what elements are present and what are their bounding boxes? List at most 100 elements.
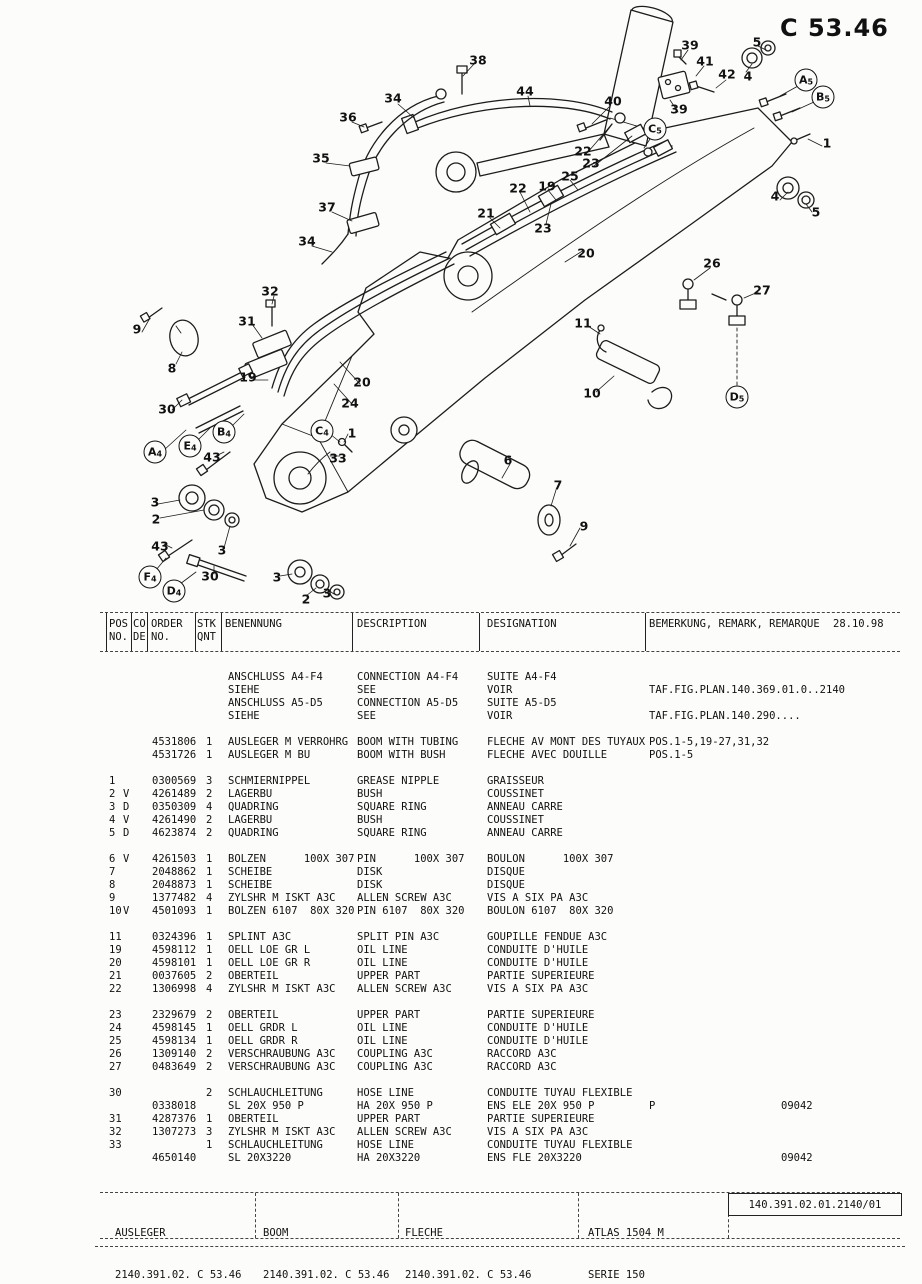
cell-pos: 5 [109,827,116,839]
cell-qty: 4 [206,801,213,813]
cell-name: SCHEIBE [228,879,273,891]
cell-qty: 2 [206,1048,213,1060]
cell-pos: 7 [109,866,116,878]
diagram-callout: 43 [151,538,169,554]
cell-desc: HOSE LINE [357,1139,414,1151]
cell-desig: GRAISSEUR [487,775,544,787]
cell-pos: 32 [109,1126,122,1138]
hose-30-lower [186,554,247,582]
column-divider [645,613,646,651]
footer-series: SERIE 150 [588,1269,645,1281]
cell-pos: 11 [109,931,122,943]
cell-order: 4261490 [152,814,197,826]
header-pos: POS [109,618,128,630]
diagram-callout: 4 [770,188,780,204]
cell-pos: 9 [109,892,116,904]
diagram-callout: 22 [509,180,527,196]
diagram-callout: 19 [239,369,257,385]
cell-desc: BOOM WITH BUSH [357,749,446,761]
cell-pos: 1 [109,775,116,787]
cell-desig: PARTIE SUPERIEURE [487,970,595,982]
cell-desig: COUSSINET [487,788,544,800]
cell-order: 4531806 [152,736,197,748]
cell-desc: COUPLING A3C [357,1048,433,1060]
diagram-callout: 8 [167,360,177,376]
cell-order: 4598101 [152,957,197,969]
cell-code: V [123,905,130,917]
cell-name: OBERTEIL [228,1009,279,1021]
cell-name: OBERTEIL [228,1113,279,1125]
cell-qty: 1 [206,944,213,956]
footer-fr-title: FLECHE [405,1227,443,1239]
cell-desc: UPPER PART [357,1009,421,1021]
footer-divider [578,1193,579,1238]
cell-desig: FLECHE AV MONT DES TUYAUX [487,736,646,748]
diagram-callout: 9 [579,518,589,534]
footer-en-title: BOOM [263,1227,289,1239]
cell-name: LAGERBU [228,814,273,826]
cell-name: ANSCHLUSS A5-D5 [228,697,323,709]
pin-10 [595,324,673,410]
cell-rem: POS.1-5,19-27,31,32 [649,736,770,748]
cell-name: QUADRING [228,801,279,813]
diagram-callout: 10 [583,385,601,401]
cell-desc: CONNECTION A5-D5 [357,697,459,709]
diagram-callout: 36 [339,109,357,125]
cell-name: LAGERBU [228,788,273,800]
cell-code: V [123,853,130,865]
cell-desig: BOULON 100X 307 [487,853,614,865]
diagram-callout: 35 [312,150,330,166]
cell-ref: 09042 [781,1100,813,1112]
diagram-callout: 7 [553,477,563,493]
footer-cell-de: AUSLEGER 2140.391.02. C 53.46 [115,1198,241,1284]
cell-order: 0300569 [152,775,197,787]
cell-desig: CONDUITE D'HUILE [487,1035,589,1047]
cell-pos: 30 [109,1087,122,1099]
cell-qty: 2 [206,1087,213,1099]
cell-pos: 33 [109,1139,122,1151]
cell-desig: COUSSINET [487,814,544,826]
cell-name: ZYLSHR M ISKT A3C [228,892,336,904]
cell-desc: HA 20X 950 P [357,1100,433,1112]
cell-desig: ENS ELE 20X 950 P [487,1100,595,1112]
diagram-callout: 3 [322,585,332,601]
nipple-1-left [307,437,353,475]
cell-desig: PARTIE SUPERIEURE [487,1009,595,1021]
diagram-callout: 37 [318,199,336,215]
diagram-callout: 41 [696,53,714,69]
diagram-callout: 39 [681,37,699,53]
cell-pos: 31 [109,1113,122,1125]
cell-order: 2048873 [152,879,197,891]
cell-desc: SQUARE RING [357,801,427,813]
diagram-callout: 26 [703,255,721,271]
cell-desc: DISK [357,866,383,878]
cell-pos: 10 [109,905,122,917]
bush-set-top-right [741,40,815,209]
diagram-callout: 21 [477,205,495,221]
tube-44 [400,97,613,135]
cell-desc: GREASE NIPPLE [357,775,440,787]
diagram-callout: 38 [469,52,487,68]
cell-qty: 1 [206,1022,213,1034]
cell-desc: ALLEN SCREW A3C [357,892,452,904]
diagram-callout: 1 [347,425,357,441]
cell-desc: OIL LINE [357,944,408,956]
diagram-callout: 24 [341,395,359,411]
cell-qty: 2 [206,788,213,800]
cell-pos: 22 [109,983,122,995]
cell-order: 4598145 [152,1022,197,1034]
